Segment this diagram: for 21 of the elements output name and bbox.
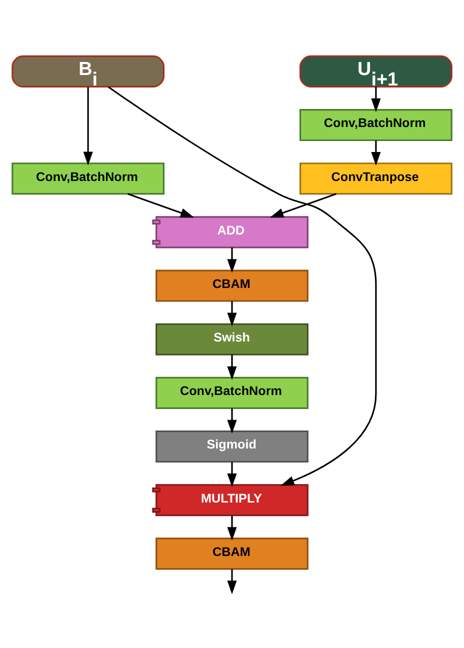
arrow [270, 192, 336, 218]
arrow [227, 461, 237, 487]
node-box: CBAM [156, 269, 308, 302]
arrow [128, 192, 194, 218]
arrow [227, 300, 237, 326]
node-box: Sigmoid [156, 430, 308, 462]
arrow [83, 86, 93, 165]
arrow [227, 568, 237, 594]
arrow [227, 515, 237, 540]
arrow [371, 86, 381, 112]
node-box: CBAM [156, 537, 308, 570]
arrow [227, 408, 237, 434]
node-box: ConvTranpose [300, 162, 452, 194]
node-box: Conv,BatchNorm [156, 376, 308, 408]
node-box: Conv,BatchNorm [300, 108, 452, 141]
arrow [227, 247, 237, 272]
node-box: Conv,BatchNorm [12, 162, 164, 194]
arrow [108, 86, 377, 486]
arrow [371, 140, 381, 166]
node-box: Swish [156, 322, 308, 355]
arrow [227, 354, 237, 380]
